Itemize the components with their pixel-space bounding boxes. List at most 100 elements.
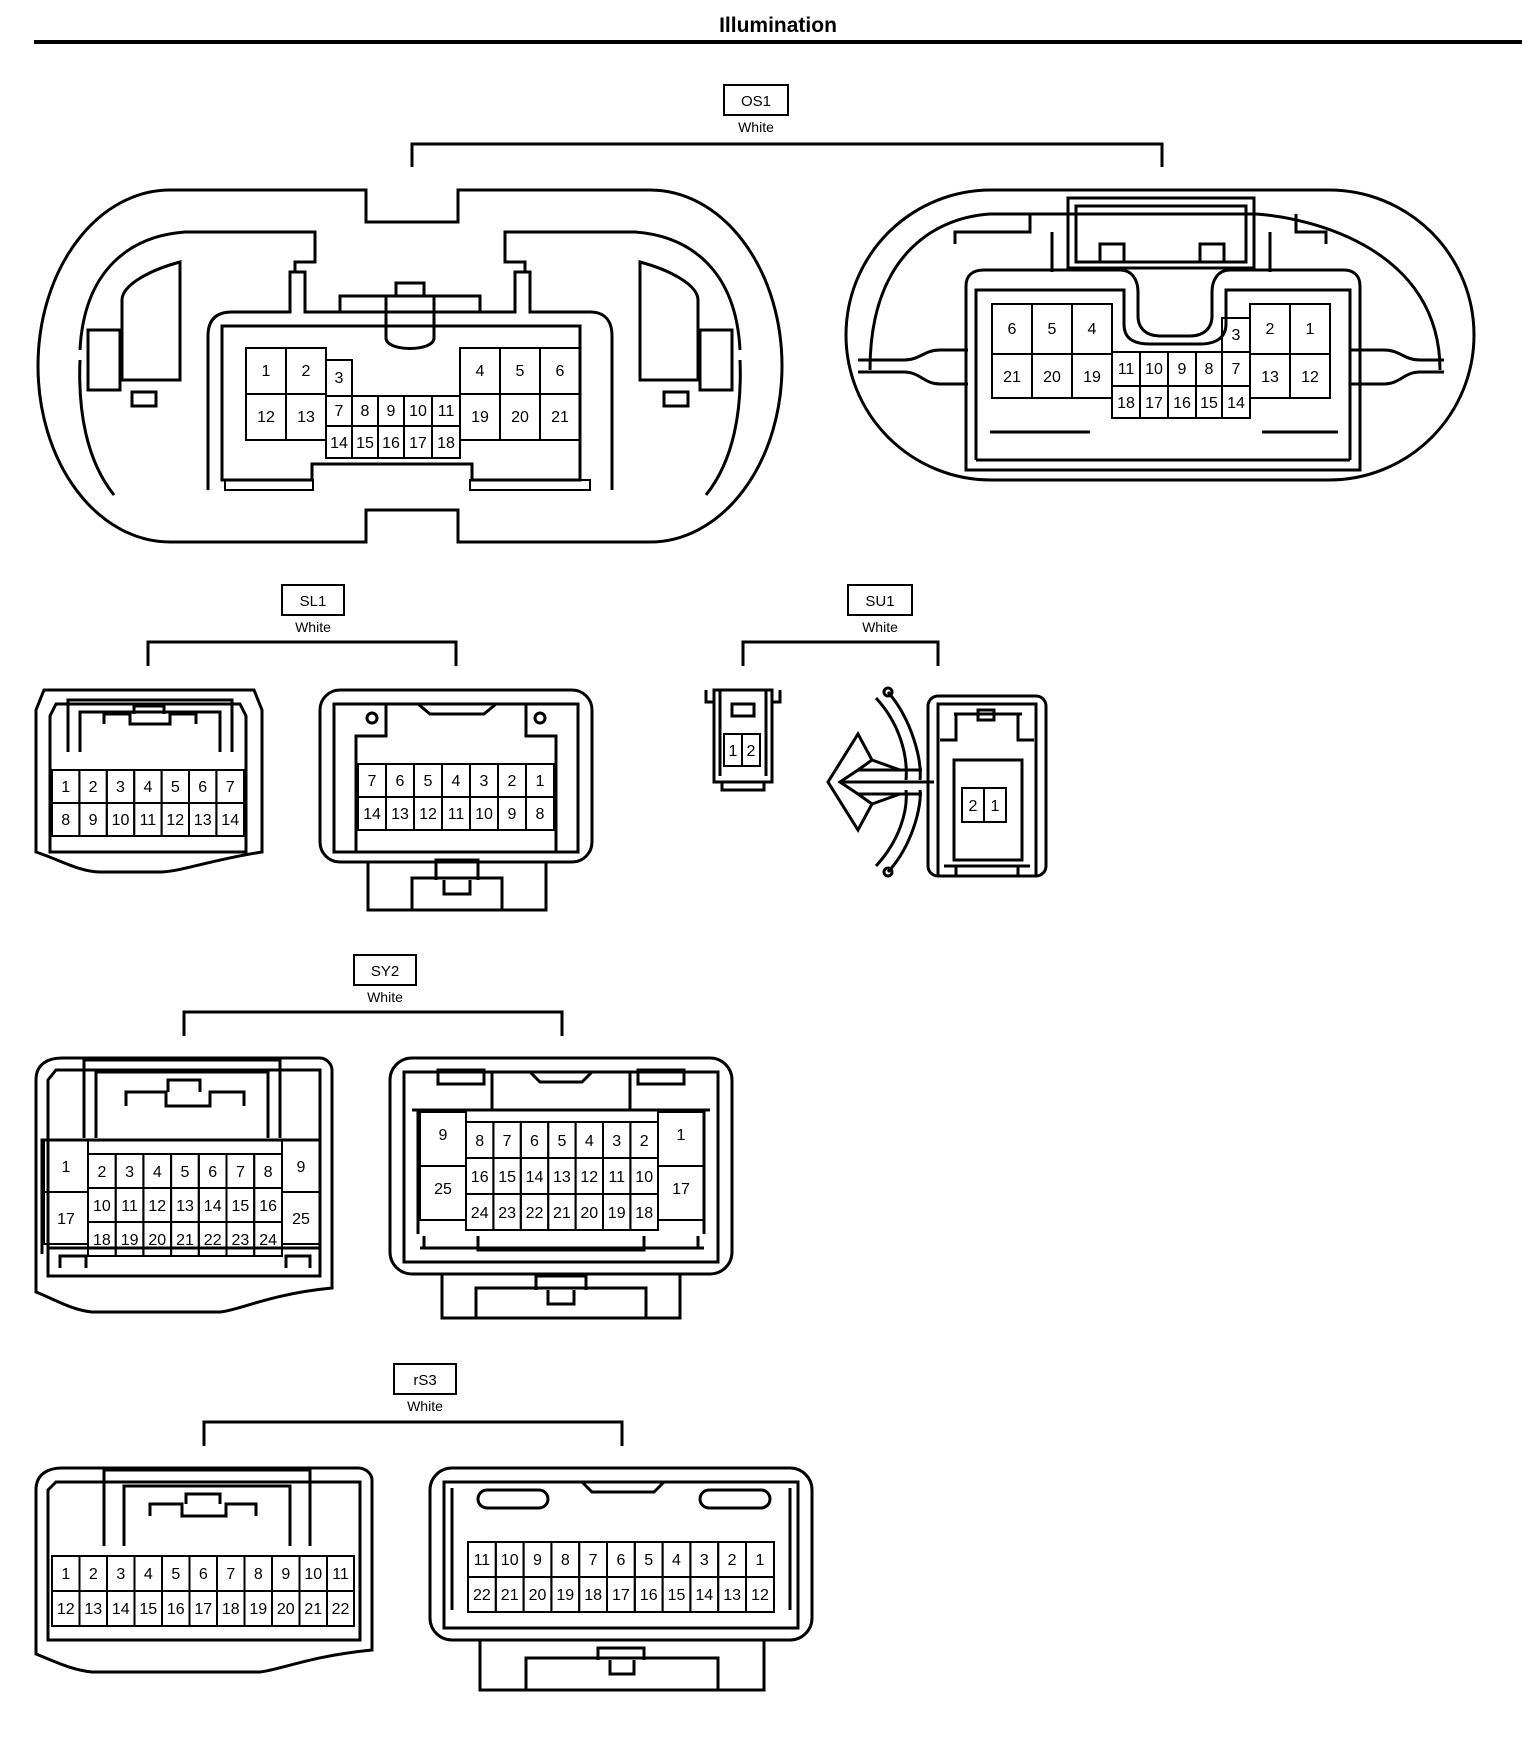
latch-right-tab (698, 328, 734, 392)
pin-label: 13 (176, 1198, 194, 1215)
pin-label: 1 (729, 743, 738, 760)
pin-label: 19 (1083, 369, 1101, 386)
top-slot (436, 1068, 486, 1086)
pin-label: 1 (677, 1127, 686, 1144)
pin-label: 11 (140, 812, 157, 829)
side-rails (858, 370, 1444, 386)
connector-rs3-rear-view: 11 10 9 8 7 6 5 4 3 2 1 22 21 20 19 18 1 (428, 1466, 814, 1692)
pin-label: 4 (144, 1566, 153, 1583)
pin-label: 1 (62, 1159, 71, 1176)
pin-grid: 7 6 5 4 3 2 1 14 13 12 11 10 9 8 (357, 763, 555, 831)
bottom-rail-left (224, 479, 314, 491)
pin-label: 8 (561, 1552, 570, 1569)
pin-label: 12 (419, 806, 437, 823)
connector-code-box (353, 954, 417, 986)
housing-inner (442, 1480, 800, 1630)
pin-label: 14 (204, 1198, 222, 1215)
top-lock-posts (1050, 232, 1272, 272)
pin-cell (983, 787, 1007, 823)
housing-outline (318, 688, 594, 864)
connector-sy2: SY2 White (34, 954, 734, 1320)
housing-sides (704, 690, 782, 776)
pin-label: 2 (728, 1552, 737, 1569)
pin-label: 15 (139, 1601, 157, 1618)
pin-label: 9 (1178, 361, 1187, 378)
pin-label: 18 (584, 1587, 602, 1604)
pin-label: 7 (1232, 361, 1241, 378)
pin-label: 10 (501, 1552, 519, 1569)
connector-bracket (410, 142, 1164, 167)
pin-label: 19 (121, 1232, 139, 1249)
pin-label: 17 (57, 1211, 75, 1228)
pin-label: 5 (557, 1133, 566, 1150)
mount-hole (533, 711, 547, 725)
pin-label: 5 (424, 773, 433, 790)
pin-label: 2 (640, 1133, 649, 1150)
pin-label: 6 (208, 1164, 217, 1181)
pin-label: 21 (501, 1587, 519, 1604)
pin-label: 11 (332, 1566, 349, 1583)
pin-label: 16 (471, 1169, 489, 1186)
pin-label: 2 (89, 779, 98, 796)
pin-label: 25 (292, 1211, 310, 1228)
pin-label: 9 (281, 1566, 290, 1583)
pin-label: 18 (222, 1601, 240, 1618)
housing-inner (402, 1070, 720, 1264)
pin-housing-outline (206, 270, 614, 490)
housing-outline (712, 688, 774, 784)
pin-label: 18 (635, 1205, 653, 1222)
connector-code: OS1 (741, 93, 771, 110)
side-rails-top (858, 348, 1444, 362)
pin-label: 12 (57, 1601, 75, 1618)
lock-tab (148, 1492, 258, 1518)
connector-su1: SU1 White 1 2 (704, 584, 1048, 878)
pin-label: 1 (756, 1552, 765, 1569)
center-lock-cap (394, 281, 426, 298)
pin-label: 20 (529, 1587, 547, 1604)
pin-label: 8 (61, 812, 70, 829)
pin-label: 8 (254, 1566, 263, 1583)
pin-label: 24 (471, 1205, 489, 1222)
pin-label: 25 (434, 1181, 452, 1198)
connector-code-box (847, 584, 913, 616)
pin-label: 21 (176, 1232, 194, 1249)
clip-stem (840, 758, 934, 806)
pin-label: 17 (1145, 395, 1163, 412)
pin-label: 7 (236, 1164, 245, 1181)
pin-label: 3 (116, 1566, 125, 1583)
pin-label: 16 (382, 435, 400, 452)
pin-label: 12 (166, 812, 184, 829)
pin-label: 3 (700, 1552, 709, 1569)
pin-label: 5 (181, 1164, 190, 1181)
pin-cell (326, 1590, 355, 1627)
pin-label: 7 (226, 779, 235, 796)
top-slot (476, 1488, 550, 1510)
pin-label: 8 (1205, 361, 1214, 378)
connector-rs3: rS3 White (34, 1363, 814, 1692)
connector-sl1: SL1 White (34, 584, 594, 912)
pin-label: 11 (608, 1169, 625, 1186)
pin-label: 5 (171, 1566, 180, 1583)
latch-right (638, 260, 700, 382)
pin-label: 11 (474, 1552, 491, 1569)
clip-end (882, 866, 894, 878)
pin-label: 8 (475, 1133, 484, 1150)
latch-left-foot (130, 390, 158, 408)
connector-color: White (295, 619, 331, 635)
pin-label: 11 (438, 403, 455, 420)
pin-label: 12 (148, 1198, 166, 1215)
pin-label: 15 (356, 435, 374, 452)
pin-label: 10 (635, 1169, 653, 1186)
pin-label: 8 (536, 806, 545, 823)
housing-inner (332, 702, 580, 854)
pin-label: 14 (695, 1587, 713, 1604)
pin-label: 9 (89, 812, 98, 829)
housing-outline (34, 1056, 334, 1314)
pin-label: 22 (473, 1587, 491, 1604)
housing-inner (48, 702, 248, 854)
pin-label: 14 (221, 812, 239, 829)
housing-inner-left (78, 230, 317, 496)
pin-label: 12 (1301, 369, 1319, 386)
pin-label: 6 (556, 363, 565, 380)
